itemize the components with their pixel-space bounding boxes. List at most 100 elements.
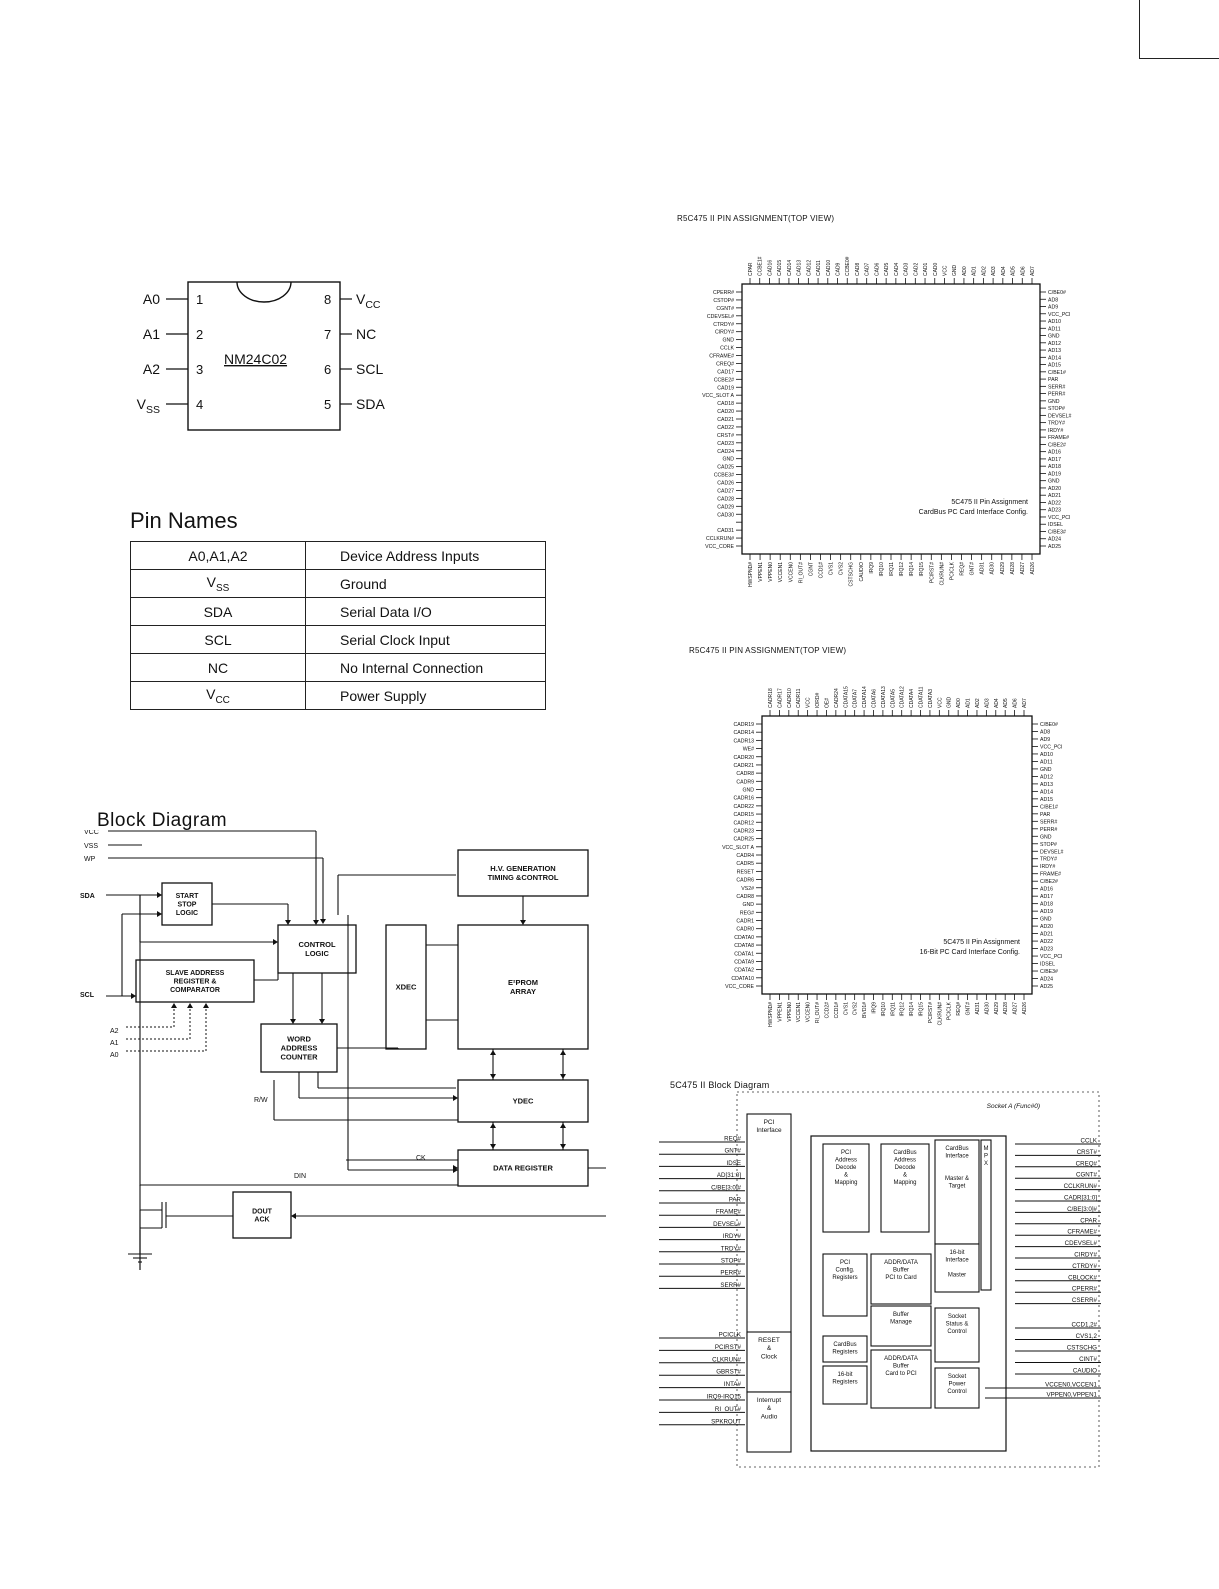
block-diagram-title: Block Diagram [97, 810, 228, 831]
pin-label-top: CDATA15 [843, 686, 849, 708]
pin-label-left: CADR1 [736, 919, 754, 925]
pin-desc-cell: No Internal Connection [305, 653, 546, 682]
socket-power-block [934, 1367, 980, 1409]
pin-label-bottom: IRQ11 [890, 1002, 896, 1016]
pin-label-top: CAD10 [826, 260, 832, 276]
pin-label-right: GND [1048, 479, 1060, 485]
pin-label-right: AD20 [1040, 924, 1053, 930]
pin-label-right: AD17 [1040, 894, 1053, 900]
slave-address-box-label: SLAVE ADDRESS [166, 970, 225, 977]
buf-manage-block-label: Buffer [893, 1312, 909, 1318]
right-signal-label: VCCEN0,VCCEN1 [1045, 1382, 1097, 1389]
pin-assign-1-header: R5C475 II PIN ASSIGNMENT(TOP VIEW) [677, 214, 835, 223]
arrow [560, 1144, 566, 1149]
pci-interface-block [746, 1113, 792, 1361]
socket-status-block-label: Socket [948, 1314, 967, 1320]
right-signal-label: CADR[31:0] [1064, 1195, 1097, 1202]
start-stop-box-label: START [176, 893, 200, 900]
word-address-box-label: COUNTER [280, 1053, 318, 1062]
pin-label-right: AD10 [1040, 752, 1053, 758]
arrow [291, 1213, 296, 1219]
cb-addr-block-label: & [903, 1173, 907, 1179]
pin-assign-2-header: R5C475 II PIN ASSIGNMENT(TOP VIEW) [689, 646, 847, 655]
arrow [157, 892, 162, 898]
arrow [187, 1003, 193, 1008]
pin-label-right: IDSEL [1040, 962, 1055, 968]
pin-label-right: AD18 [1048, 464, 1061, 470]
pin-name-cell: SDA [130, 597, 306, 626]
pin-label-right: DEVSEL# [1040, 849, 1063, 855]
pin-label-left: CADR21 [734, 763, 755, 769]
control-logic-box-label: LOGIC [305, 949, 329, 958]
pin-label-bottom: PCICLK [947, 1001, 953, 1020]
right-signal-label: CTRDY# [1072, 1263, 1097, 1270]
pin-label-left: CAD23 [717, 441, 734, 447]
pin-label-right: C/BE3# [1040, 969, 1058, 975]
pin-label-bottom: IRQ14 [909, 1002, 915, 1017]
pin-label-bottom: REQ# [956, 1002, 962, 1016]
chip-pin-number: 7 [324, 327, 331, 342]
arrow [490, 1074, 496, 1079]
vss-label: VSS [84, 843, 98, 850]
pin-label-right: AD13 [1048, 348, 1061, 354]
pin-name-cell: VCC [130, 681, 306, 710]
pin-label-top: CAD8 [855, 262, 861, 276]
arrow [203, 1003, 209, 1008]
pin-label-left: CDATA9 [734, 959, 754, 965]
pin-label-right: AD15 [1040, 797, 1053, 803]
pin-label-bottom: VCCEN0 [788, 562, 794, 583]
pin-label-right: AD11 [1040, 759, 1053, 765]
right-signal-label: CRST# [1077, 1149, 1098, 1156]
pin-label-top: CDATA4 [909, 689, 915, 708]
pin-label-left: VS2# [741, 886, 754, 892]
pin-label-top: CDATA14 [862, 686, 868, 708]
pin-label-right: AD11 [1048, 326, 1061, 332]
word-address-box-label: WORD [287, 1035, 311, 1044]
cb-interface-block-label: Master & [945, 1176, 969, 1182]
pin-label-right: C/BE3# [1048, 529, 1066, 535]
dout-ack-box [232, 1191, 292, 1239]
pin-label-bottom: CLKRUN# [937, 1002, 943, 1026]
pin-label-right: AD15 [1048, 363, 1061, 369]
right-signal-label: CCLK [1080, 1138, 1097, 1145]
left-signal-label: FRAME# [716, 1209, 742, 1216]
reset-clock-block-label: Clock [761, 1353, 778, 1360]
right-signal-label: CGNT# [1076, 1172, 1098, 1179]
pin-label-right: AD12 [1040, 774, 1053, 780]
arrow [131, 993, 136, 999]
socket-status-block-label: Status & [946, 1322, 969, 1328]
pin-label-right: AD10 [1048, 319, 1061, 325]
right-signal-label: C/BE[3:0]# [1067, 1206, 1097, 1213]
pin-label-bottom: IRQ15 [919, 1002, 925, 1017]
pin-label-bottom: PCIRST# [929, 562, 935, 583]
pin-label-right: C/BE2# [1040, 879, 1058, 885]
cb-addr-block-label: CardBus [893, 1150, 916, 1156]
pin-desc-cell: Ground [305, 569, 546, 598]
pci-addr-block [822, 1143, 870, 1233]
chip-pin-label: SCL [356, 361, 383, 377]
din-label: DIN [294, 1173, 306, 1180]
arrow [560, 1050, 566, 1055]
chip-pin-label: NC [356, 326, 376, 342]
pci-addr-block-label: & [844, 1173, 848, 1179]
chip-pin-number: 5 [324, 397, 331, 412]
pin-label-top: AD5 [1011, 266, 1017, 276]
pin-label-top: CAD4 [894, 262, 900, 276]
pin-label-right: VCC_PCI [1048, 312, 1071, 318]
pin-label-bottom: VCCEN1 [796, 1002, 802, 1023]
pin-assignment-2: CADR19CADR14CADR13WE#CADR20CADR21CADR8CA… [722, 686, 1063, 1027]
right-signal-label: CSERR# [1072, 1297, 1098, 1304]
pin-label-left: CFRAME# [709, 354, 734, 360]
left-signal-label: TRDY# [721, 1245, 742, 1252]
pin-label-right: IRDY# [1048, 428, 1063, 434]
socket-power-block-label: Control [947, 1389, 966, 1395]
ck-label: CK [416, 1155, 426, 1162]
cb-interface-block-label: CardBus [945, 1146, 968, 1152]
pin-label-left: CADR15 [734, 812, 755, 818]
pin-label-left: CIRDY# [715, 330, 734, 336]
dout-ack-box-label: ACK [254, 1217, 269, 1224]
pin-label-left: REG# [740, 910, 754, 916]
pin-label-right: AD22 [1040, 939, 1053, 945]
left-signal-label: SERR# [720, 1282, 741, 1289]
pin-label-top: AD3 [984, 698, 990, 708]
